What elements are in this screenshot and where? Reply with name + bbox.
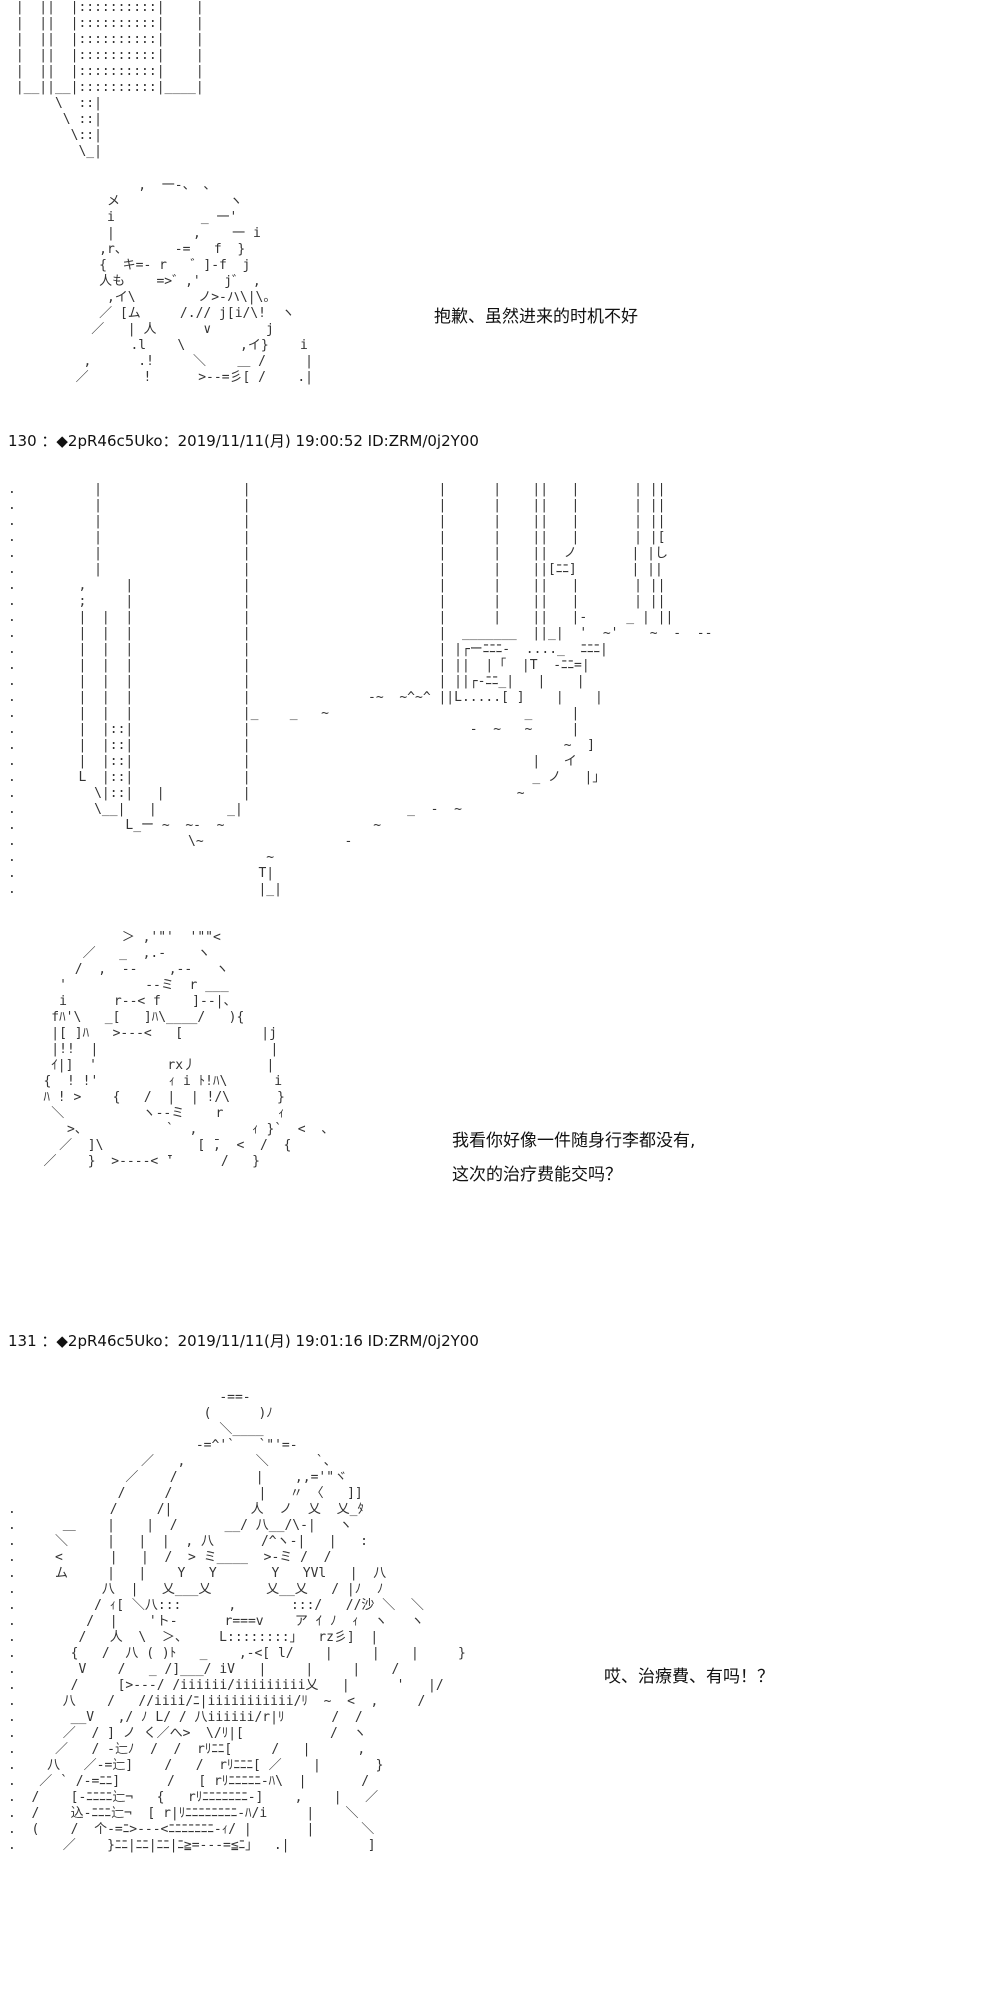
post-header: 131 ：◆2pR46c5Uko：2019/11/11(月) 19:01:16 … [8, 1332, 479, 1350]
post-header: 130 ：◆2pR46c5Uko：2019/11/11(月) 19:00:52 … [8, 432, 479, 450]
dialogue-text: 哎、治療費、有吗！？ [604, 1660, 774, 1694]
post-section-2: . | | | | || | | || . | | | | || | | || … [0, 460, 999, 1350]
dialogue-text: 抱歉、虽然进来的时机不好 [434, 300, 638, 334]
dialogue-line: 哎、治療費、有吗！？ [604, 1667, 774, 1687]
post-section-3: -==- ( )ﾉ ＼____ -=^'` `"'=- ／ , ＼ `、 ／ /… [0, 1360, 999, 2000]
dialogue-line: 这次的治疗费能交吗？ [452, 1165, 622, 1185]
post-section-1: | || |::::::::::| | | || |::::::::::| | … [0, 0, 999, 450]
dialogue-text: 我看你好像一件随身行李都没有, 这次的治疗费能交吗？ [452, 1124, 695, 1192]
ascii-art-character-1: , 一-、 、 メ ヽ i _ 一' | , 一 i ,r、 -= f } { … [75, 178, 313, 385]
ascii-art-character-3: -==- ( )ﾉ ＼____ -=^'` `"'=- ／ , ＼ `、 ／ /… [8, 1390, 466, 1853]
dialogue-line: 我看你好像一件随身行李都没有, [452, 1131, 696, 1151]
ascii-art-building-top: | || |::::::::::| | | || |::::::::::| | … [15, 0, 204, 159]
ascii-art-room-scene: . | | | | || | | || . | | | | || | | || … [8, 482, 713, 897]
ascii-art-character-2: ＞ ,'"' '""< ／ _ ,.- ヽ / , -- ,-- ヽ ' --ミ… [43, 930, 335, 1169]
dialogue-line: 抱歉、虽然进来的时机不好 [434, 307, 638, 327]
